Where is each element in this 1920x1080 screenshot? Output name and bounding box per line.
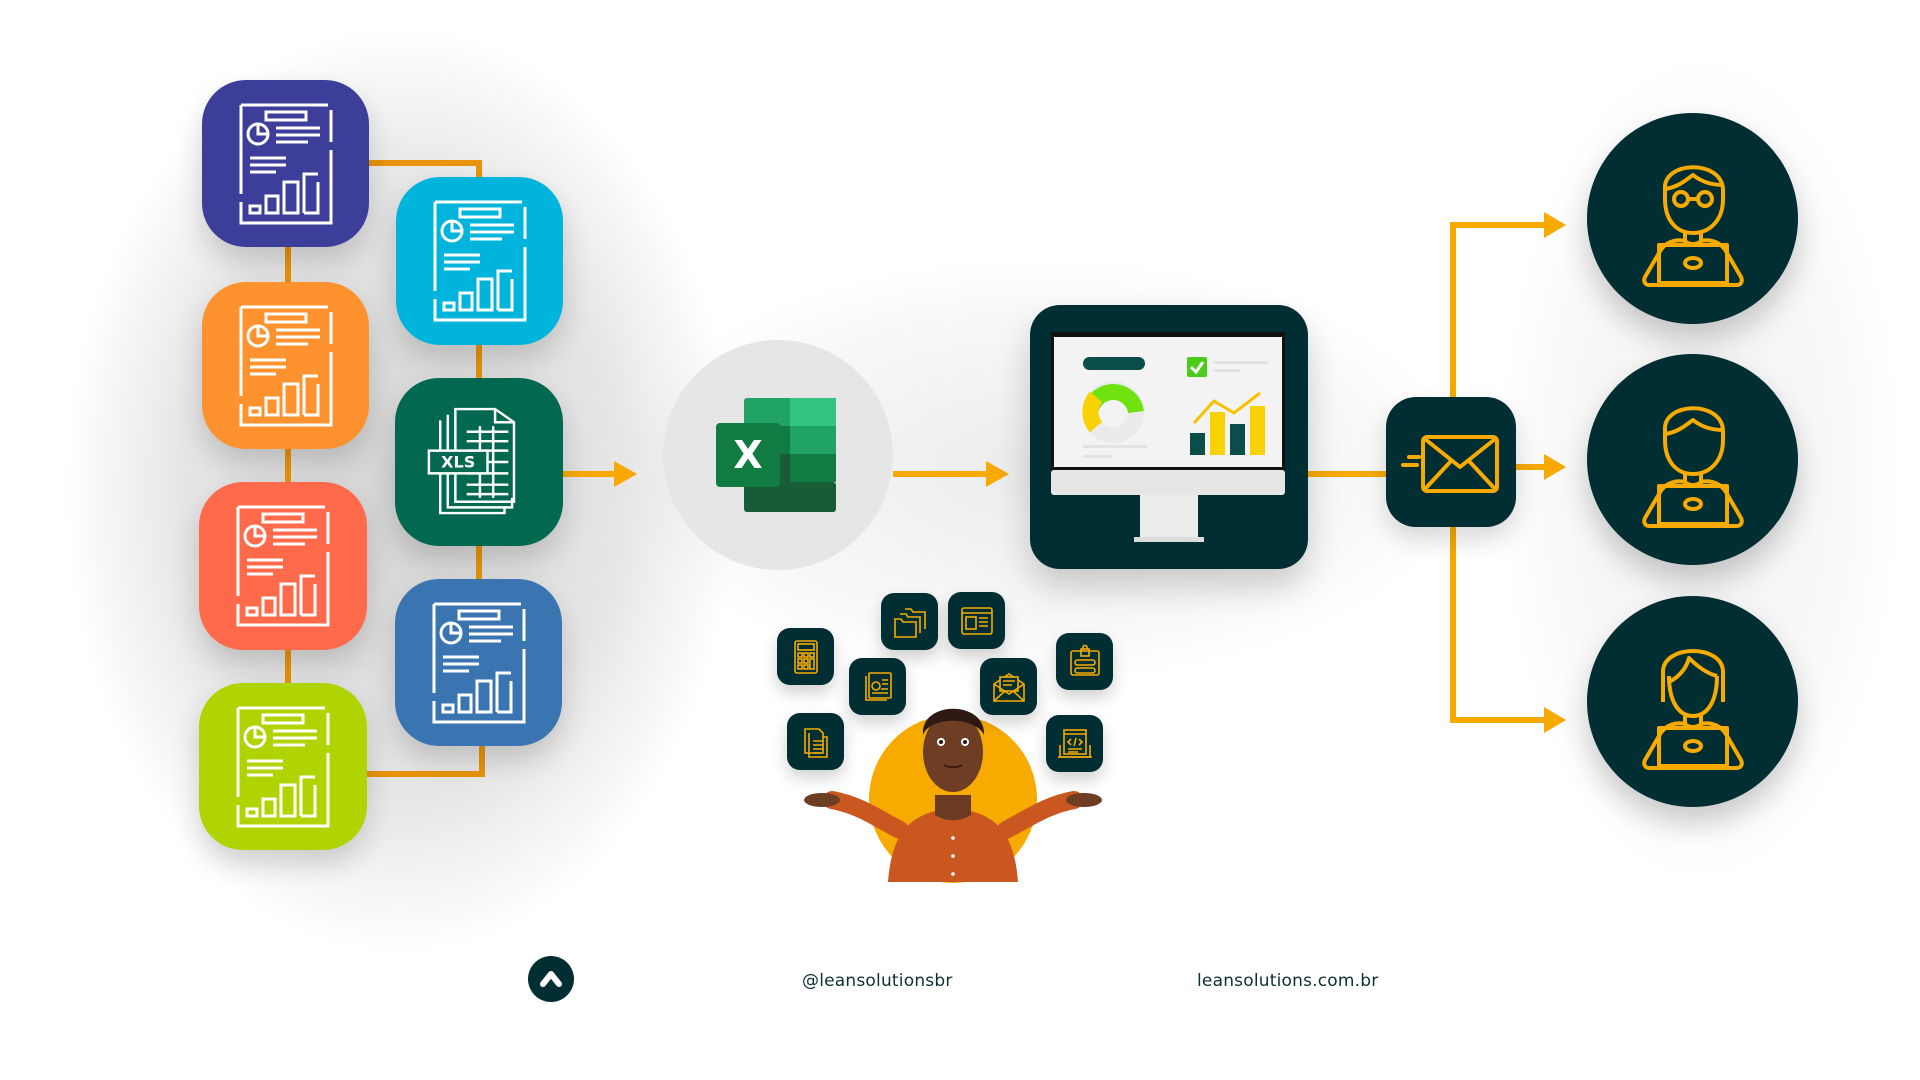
calculator-icon — [793, 639, 818, 674]
report-tile-purple — [202, 80, 369, 247]
recipient-2 — [1587, 354, 1798, 565]
report-document-icon — [236, 505, 330, 627]
recipient-1 — [1587, 113, 1798, 324]
person-long-hair-laptop-icon — [1641, 648, 1744, 770]
report-tile-cyan — [396, 177, 563, 345]
microsoft-excel-icon: X — [716, 398, 836, 512]
confused-user-illustration — [780, 590, 1120, 900]
person-with-glasses-laptop-icon — [1641, 164, 1744, 287]
report-tile-red — [199, 482, 367, 650]
folders-icon — [893, 607, 926, 638]
report-tile-lime — [199, 683, 367, 850]
excel-circle: X — [663, 340, 893, 570]
floating-documents-tile — [787, 713, 844, 770]
xls-file-icon: XLS — [427, 407, 516, 515]
report-tile-blue — [395, 579, 562, 746]
lean-solutions-logo[interactable] — [528, 956, 574, 1002]
send-email-icon — [1401, 435, 1499, 493]
website-link[interactable]: leansolutions.com.br — [1197, 971, 1379, 991]
social-handle[interactable]: @leansolutionsbr — [802, 971, 953, 991]
report-document-icon — [433, 200, 526, 322]
login-lock-icon — [1069, 644, 1100, 676]
shrugging-person-illustration — [804, 708, 1102, 883]
report-icon — [864, 671, 892, 701]
floating-login-tile — [1056, 633, 1113, 690]
floating-envelope-tile — [980, 658, 1037, 715]
report-document-icon — [432, 602, 525, 723]
floating-folders-tile — [881, 593, 938, 650]
report-document-icon — [239, 103, 332, 224]
send-email-tile — [1386, 397, 1516, 527]
documents-icon — [803, 727, 828, 758]
svg-text:X: X — [733, 433, 762, 477]
dashboard-monitor-tile — [1030, 305, 1308, 569]
monitor-dashboard-icon — [1051, 332, 1285, 542]
report-tile-orange — [202, 282, 369, 449]
person-laptop-icon — [1641, 405, 1744, 528]
xls-file-tile: XLS — [395, 378, 563, 546]
open-envelope-icon — [992, 672, 1025, 702]
floating-code-tile — [1046, 715, 1103, 772]
recipient-3 — [1587, 596, 1798, 807]
svg-text:XLS: XLS — [441, 453, 475, 472]
floating-calculator-tile — [777, 628, 834, 685]
browser-window-icon — [960, 606, 993, 635]
report-document-icon — [236, 706, 330, 827]
code-laptop-icon — [1057, 728, 1092, 758]
chevron-up-logo-icon — [540, 971, 562, 987]
floating-browser-tile — [948, 592, 1005, 649]
report-document-icon — [239, 305, 332, 426]
floating-report-tile — [849, 658, 906, 715]
